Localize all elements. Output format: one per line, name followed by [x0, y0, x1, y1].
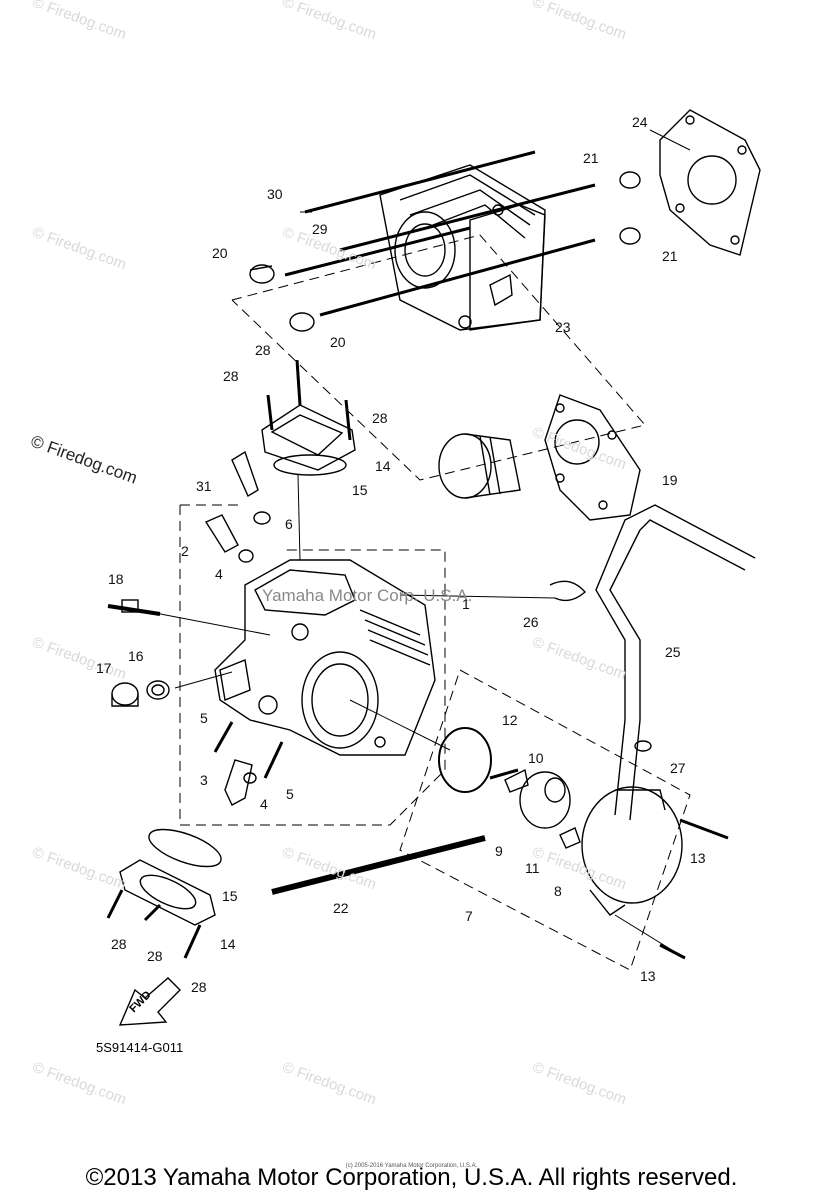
breather-hose — [595, 504, 756, 821]
fwd-arrow — [118, 977, 181, 1026]
callout-1: 1 — [462, 596, 470, 612]
long-bolt — [271, 835, 486, 895]
callout-30: 30 — [267, 186, 283, 202]
copyright-footer: ©2013 Yamaha Motor Corporation, U.S.A. A… — [85, 1164, 738, 1191]
cylinder-head-gasket — [544, 394, 641, 521]
callout-31: 31 — [196, 478, 212, 494]
callout-22: 22 — [333, 900, 349, 916]
callout-11: 11 — [525, 860, 540, 876]
washer-6 — [253, 511, 271, 525]
callout-15: 15 — [222, 888, 238, 904]
callout-26: 26 — [523, 614, 539, 630]
fitting-3 — [224, 759, 253, 806]
callout-27: 27 — [670, 760, 686, 776]
callout-21: 21 — [583, 150, 599, 166]
callout-28: 28 — [111, 936, 127, 952]
callout-18: 18 — [108, 571, 124, 587]
callout-20: 20 — [212, 245, 228, 261]
callout-19: 19 — [662, 472, 678, 488]
o-ring-12 — [438, 727, 492, 793]
piston — [438, 433, 521, 499]
callout-3: 3 — [200, 772, 208, 788]
dowel-pin-21b — [619, 227, 641, 245]
callout-28: 28 — [191, 979, 207, 995]
callout-28: 28 — [372, 410, 388, 426]
callout-12: 12 — [502, 712, 518, 728]
temp-sensor — [231, 450, 259, 498]
callout-8: 8 — [554, 883, 562, 899]
callout-4: 4 — [215, 566, 223, 582]
callout-6: 6 — [285, 516, 293, 532]
callout-14: 14 — [220, 936, 236, 952]
callout-13: 13 — [640, 968, 656, 984]
callout-15: 15 — [352, 482, 368, 498]
callout-9: 9 — [495, 843, 503, 859]
callout-28: 28 — [255, 342, 271, 358]
cylinder-head — [214, 559, 436, 756]
o-ring-16 — [146, 680, 170, 700]
fitting-2 — [204, 514, 239, 553]
callout-13: 13 — [690, 850, 706, 866]
callout-17: 17 — [96, 660, 112, 676]
bolt-10 — [489, 768, 529, 793]
cap-17 — [111, 682, 139, 707]
pin-11 — [559, 827, 581, 849]
dowel-pin-21a — [619, 171, 641, 189]
callout-28: 28 — [147, 948, 163, 964]
cylinder-base-gasket — [659, 109, 761, 256]
callout-29: 29 — [312, 221, 328, 237]
callout-21: 21 — [662, 248, 678, 264]
cover-8 — [581, 786, 683, 916]
callout-25: 25 — [665, 644, 681, 660]
o-ring-4b — [243, 772, 257, 784]
callout-14: 14 — [375, 458, 391, 474]
cylinder-block — [379, 164, 546, 331]
callout-7: 7 — [465, 908, 473, 924]
callout-16: 16 — [128, 648, 144, 664]
callout-5: 5 — [286, 786, 294, 802]
o-ring-4a — [238, 549, 254, 563]
dowel-pin-20b — [289, 312, 315, 332]
callout-24: 24 — [632, 114, 648, 130]
o-ring-15b — [148, 828, 222, 868]
callout-2: 2 — [181, 543, 189, 559]
callout-5: 5 — [200, 710, 208, 726]
callout-23: 23 — [555, 319, 571, 335]
rotor-9 — [519, 771, 571, 829]
callout-4: 4 — [260, 796, 268, 812]
callout-20: 20 — [330, 334, 346, 350]
spark-plug — [107, 599, 161, 616]
intake-plate — [119, 859, 216, 926]
oil-pump-group-outline — [399, 669, 691, 971]
diagram-code: 5S91414-G011 — [96, 1040, 184, 1055]
tiny-credit: (c) 2005-2016 Yamaha Motor Corporation, … — [345, 1163, 478, 1169]
tappet-cover-top — [261, 404, 356, 476]
dowel-pin-20a — [249, 264, 275, 284]
callout-10: 10 — [528, 750, 544, 766]
callout-28: 28 — [223, 368, 239, 384]
watermark-center: Yamaha Motor Corp. U.S.A. — [262, 586, 473, 605]
clamp-26 — [549, 580, 586, 602]
clip-27 — [634, 740, 652, 752]
